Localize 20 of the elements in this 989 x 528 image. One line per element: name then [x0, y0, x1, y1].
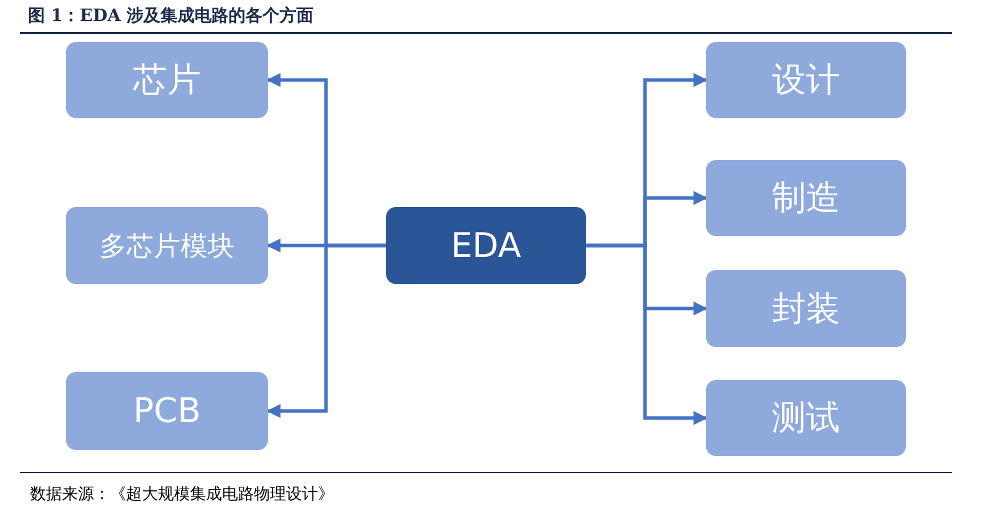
node-label: PCB: [133, 391, 201, 431]
node-label: EDA: [450, 226, 522, 266]
process-box: [706, 270, 906, 347]
process-box: [386, 207, 586, 284]
process-box: [706, 380, 906, 456]
node-label: 多芯片模块: [100, 230, 234, 264]
process-box: [706, 160, 906, 236]
process-box: [66, 42, 268, 118]
node-label: 制造: [772, 177, 840, 220]
node-label: 芯片: [133, 59, 201, 102]
node-label: 封装: [772, 288, 840, 330]
node-label: 测试: [772, 397, 840, 440]
arrow: [586, 244, 708, 425]
figure-title: 图 1：EDA 涉及集成电路的各个方面: [28, 5, 314, 27]
process-box: [706, 42, 906, 118]
arrow: [266, 244, 386, 418]
source-caption: 数据来源：《超大规模集成电路物理设计》: [30, 484, 334, 505]
process-box: [66, 207, 268, 284]
process-box: [66, 372, 268, 450]
node-label: 设计: [772, 59, 840, 102]
